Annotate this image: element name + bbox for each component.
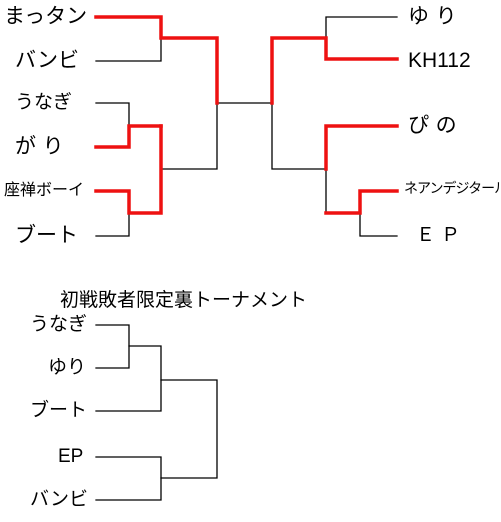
winner-line (324, 124, 399, 171)
consolation-player-4: EP (58, 446, 84, 467)
bracket-line (95, 211, 130, 237)
player-label-left-1: まっタン (4, 4, 88, 28)
consolation-player-3: ブート (30, 399, 88, 421)
player-label-left-3: うなぎ (15, 91, 73, 113)
player-label-right-4: ネアンデジタール (404, 181, 501, 197)
consolation-player-1: うなぎ (30, 313, 88, 335)
bracket-line (325, 168, 361, 214)
player-label-left-2: バンビ (15, 48, 80, 72)
bracket-line (95, 345, 162, 412)
player-label-right-3: ぴ の (408, 113, 457, 137)
bracket-line (359, 213, 398, 237)
player-label-right-5: Ｅ Ｐ (416, 224, 461, 246)
bracket-line (95, 324, 130, 369)
bracket-line (95, 36, 162, 62)
winner-line (324, 189, 399, 215)
winner-line (270, 36, 399, 105)
player-label-left-6: ブート (15, 223, 78, 247)
bracket-line (160, 379, 218, 479)
player-label-left-5: 座禅ボーイ (4, 180, 85, 199)
player-label-left-4: が り (15, 134, 64, 158)
consolation-player-5: バンビ (30, 488, 88, 510)
winner-line (94, 124, 163, 215)
bracket-line (325, 16, 398, 39)
bracket-line (271, 102, 327, 170)
winner-line (94, 124, 163, 149)
consolation-title: 初戦敗者限定裏トーナメント (60, 289, 308, 311)
player-label-right-2: KH112 (408, 49, 471, 72)
bracket-line (160, 102, 218, 170)
bracket-line (95, 102, 130, 128)
winner-line (94, 15, 219, 105)
bracket-line (95, 456, 162, 501)
player-label-right-1: ゆ り (408, 4, 457, 28)
consolation-player-2: ゆり (48, 356, 87, 378)
